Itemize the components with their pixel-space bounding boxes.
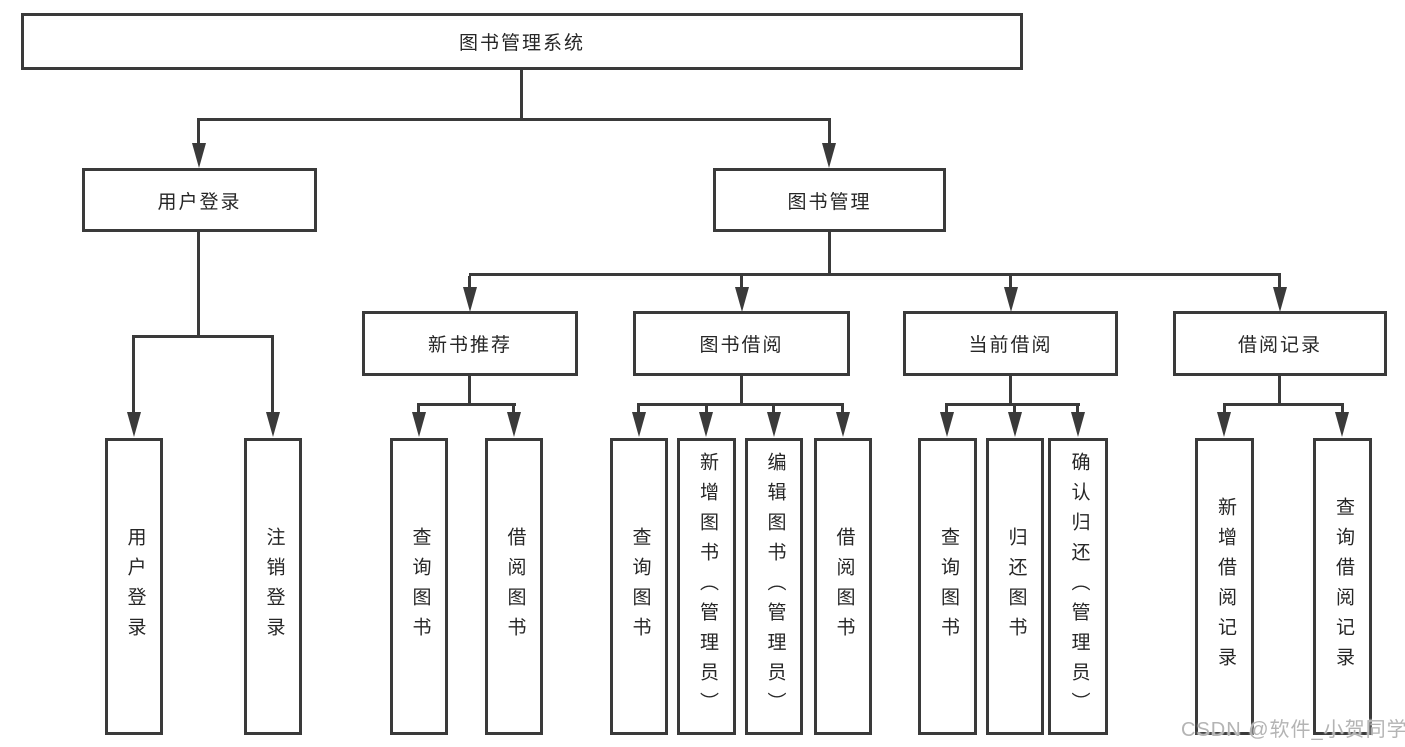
arrowhead-down-icon — [836, 412, 850, 437]
leaf-add-books-admin-label: 新增图书（管理员） — [696, 451, 718, 722]
node-borrow-records-label: 借阅记录 — [1237, 335, 1322, 356]
connector-stub — [1076, 406, 1079, 414]
connector-stub — [512, 406, 515, 414]
arrowhead-down-icon — [1217, 412, 1231, 437]
leaf-borrow-books-recommend: 借阅图书 — [485, 438, 543, 735]
leaf-logout-label: 注销登录 — [263, 526, 285, 647]
leaf-logout: 注销登录 — [244, 438, 302, 735]
connector-groupD-stem — [1278, 376, 1281, 403]
leaf-confirm-return-admin: 确认归还（管理员） — [1048, 438, 1108, 735]
leaf-borrow-books-label: 借阅图书 — [833, 526, 855, 647]
leaf-return-books: 归还图书 — [986, 438, 1044, 735]
connector-stub — [1278, 276, 1281, 289]
connector-mgmt-rail — [469, 273, 1281, 276]
leaf-query-books-recommend: 查询图书 — [390, 438, 448, 735]
leaf-query-books-current: 查询图书 — [918, 438, 977, 735]
connector-groupB-stem — [740, 376, 743, 403]
node-new-book-recommend-label: 新书推荐 — [427, 335, 512, 356]
arrowhead-down-icon — [1071, 412, 1085, 437]
arrowhead-down-icon — [1335, 412, 1349, 437]
connector-stub — [740, 276, 743, 289]
node-user-login-label: 用户登录 — [157, 191, 242, 213]
connector-stub — [271, 338, 274, 413]
connector-groupD-rail — [1223, 403, 1344, 406]
connector-groupB-rail — [637, 403, 844, 406]
connector-mgmt-stem — [828, 232, 831, 273]
connector-stub — [1341, 406, 1344, 414]
leaf-query-borrow-record: 查询借阅记录 — [1313, 438, 1372, 735]
arrowhead-down-icon — [192, 143, 206, 168]
arrowhead-down-icon — [735, 287, 749, 312]
connector-stub — [197, 121, 200, 144]
leaf-query-books-borrowing-label: 查询图书 — [629, 526, 651, 647]
connector-groupA-rail — [417, 403, 516, 406]
connector-root-stem — [520, 70, 523, 119]
connector-stub — [841, 406, 844, 414]
connector-stub — [1223, 406, 1226, 414]
connector-stub — [945, 406, 948, 414]
connector-groupA-stem — [468, 376, 471, 403]
connector-stub — [468, 276, 471, 289]
connector-stub — [1013, 406, 1016, 414]
arrowhead-down-icon — [127, 412, 141, 437]
leaf-query-borrow-record-label: 查询借阅记录 — [1332, 496, 1354, 677]
connector-stub — [417, 406, 420, 414]
node-book-borrowing: 图书借阅 — [633, 311, 850, 376]
leaf-borrow-books: 借阅图书 — [814, 438, 872, 735]
leaf-return-books-label: 归还图书 — [1005, 526, 1027, 647]
leaf-user-login-label: 用户登录 — [124, 526, 146, 647]
connector-stub — [705, 406, 708, 414]
connector-root-rail — [197, 118, 831, 121]
arrowhead-down-icon — [940, 412, 954, 437]
leaf-edit-books-admin: 编辑图书（管理员） — [745, 438, 803, 735]
node-library-system: 图书管理系统 — [21, 13, 1023, 70]
node-library-system-label: 图书管理系统 — [458, 33, 585, 54]
leaf-add-borrow-record-label: 新增借阅记录 — [1214, 496, 1236, 677]
arrowhead-down-icon — [767, 412, 781, 437]
leaf-query-books-current-label: 查询图书 — [937, 526, 959, 647]
connector-groupC-stem — [1009, 376, 1012, 403]
arrowhead-down-icon — [822, 143, 836, 168]
connector-stub — [132, 338, 135, 413]
connector-stub — [828, 121, 831, 144]
node-new-book-recommend: 新书推荐 — [362, 311, 578, 376]
node-borrow-records: 借阅记录 — [1173, 311, 1387, 376]
connector-login-stem — [197, 232, 200, 335]
arrowhead-down-icon — [1004, 287, 1018, 312]
arrowhead-down-icon — [507, 412, 521, 437]
node-current-borrowing: 当前借阅 — [903, 311, 1118, 376]
connector-stub — [772, 406, 775, 414]
arrowhead-down-icon — [463, 287, 477, 312]
arrowhead-down-icon — [1008, 412, 1022, 437]
arrowhead-down-icon — [699, 412, 713, 437]
leaf-add-books-admin: 新增图书（管理员） — [677, 438, 736, 735]
leaf-edit-books-admin-label: 编辑图书（管理员） — [764, 451, 786, 722]
leaf-query-books-borrowing: 查询图书 — [610, 438, 668, 735]
node-current-borrowing-label: 当前借阅 — [968, 335, 1053, 356]
csdn-watermark: CSDN @软件_小贺同学 — [1181, 719, 1405, 741]
node-book-management: 图书管理 — [713, 168, 946, 232]
arrowhead-down-icon — [266, 412, 280, 437]
arrowhead-down-icon — [1273, 287, 1287, 312]
node-user-login: 用户登录 — [82, 168, 317, 232]
leaf-confirm-return-admin-label: 确认归还（管理员） — [1068, 451, 1090, 722]
connector-login-rail — [132, 335, 274, 338]
leaf-query-books-recommend-label: 查询图书 — [409, 526, 431, 647]
node-book-management-label: 图书管理 — [787, 191, 872, 213]
arrowhead-down-icon — [632, 412, 646, 437]
arrowhead-down-icon — [412, 412, 426, 437]
connector-stub — [637, 406, 640, 414]
connector-groupC-rail — [945, 403, 1080, 406]
node-book-borrowing-label: 图书借阅 — [699, 335, 784, 356]
leaf-user-login: 用户登录 — [105, 438, 163, 735]
leaf-add-borrow-record: 新增借阅记录 — [1195, 438, 1254, 735]
leaf-borrow-books-recommend-label: 借阅图书 — [504, 526, 526, 647]
connector-stub — [1009, 276, 1012, 289]
